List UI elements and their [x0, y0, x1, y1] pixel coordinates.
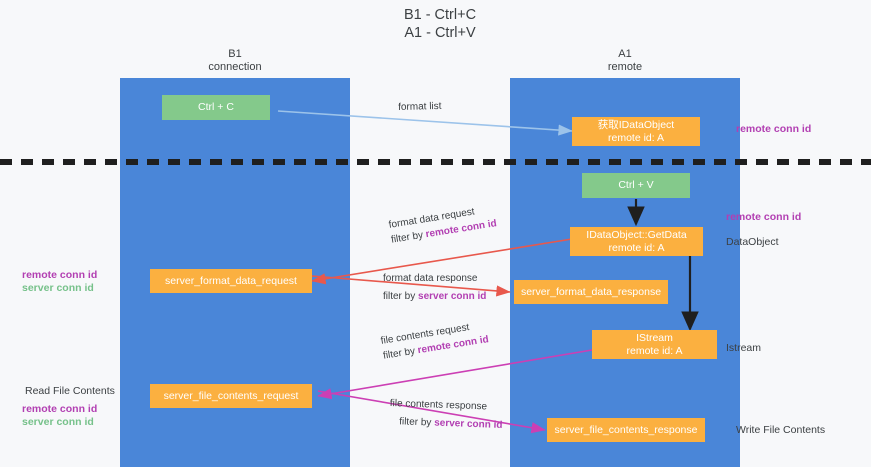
label-server-conn-id-mid-left: server conn id	[22, 282, 94, 294]
label-remote-conn-id-mid: remote conn id	[726, 211, 802, 223]
lane-header-b1-name: B1	[228, 48, 242, 60]
edge-label-file-contents-response-text: file contents response	[389, 398, 488, 413]
node-istream[interactable]: IStream remote id: A	[592, 330, 717, 359]
filter-prefix: filter by	[383, 291, 419, 302]
lane-header-a1: A1 remote	[510, 48, 740, 74]
node-istream-line2: remote id: A	[626, 344, 683, 357]
edge-label-file-contents-response: file contents response filter by server …	[389, 398, 503, 432]
label-remote-conn-id-top: remote conn id	[736, 123, 812, 135]
node-ctrl-c[interactable]: Ctrl + C	[162, 95, 270, 120]
label-remote-conn-id-bottom-left: remote conn id	[22, 403, 98, 415]
node-server-file-contents-response[interactable]: server_file_contents_response	[547, 418, 705, 442]
edge-label-format-data-response-text: format data response	[383, 273, 478, 284]
lane-header-a1-sub: remote	[607, 61, 643, 73]
edge-label-format-data-response: format data response filter by server co…	[383, 273, 486, 303]
edge-label-file-contents-request: file contents request filter by remote c…	[380, 319, 490, 362]
node-ctrl-v[interactable]: Ctrl + V	[582, 173, 690, 198]
node-ctrl-v-label: Ctrl + V	[618, 179, 654, 192]
edge-label-file-contents-response-filter: filter by server conn id	[399, 416, 503, 432]
label-remote-conn-id-mid-left: remote conn id	[22, 269, 98, 281]
lane-header-b1-sub: connection	[208, 61, 262, 73]
filter-prefix: filter by	[390, 229, 427, 246]
edge-label-format-list: format list	[398, 101, 442, 114]
lane-header-a1-name: A1	[618, 48, 632, 60]
filter-prefix: filter by	[398, 416, 435, 429]
node-ctrl-c-label: Ctrl + C	[198, 101, 234, 114]
diagram-title: B1 - Ctrl+C A1 - Ctrl+V	[330, 6, 550, 42]
label-istream: Istream	[726, 342, 762, 354]
node-server-format-data-request[interactable]: server_format_data_request	[150, 269, 312, 293]
node-idataobject-getdata-line2: remote id: A	[608, 241, 665, 254]
filter-key-server-conn-id: server conn id	[433, 417, 503, 431]
diagram-title-line1: B1 - Ctrl+C	[403, 7, 477, 23]
label-read-file-contents: Read File Contents	[25, 385, 115, 397]
filter-key-server-conn-id: server conn id	[418, 291, 487, 302]
node-istream-line1: IStream	[636, 332, 673, 344]
node-idataobject-getdata-line1: IDataObject::GetData	[586, 229, 687, 241]
node-get-idataobject-line1: 获取IDataObject	[597, 119, 675, 131]
node-server-format-data-request-label: server_format_data_request	[165, 274, 297, 287]
label-dataobject: DataObject	[726, 236, 779, 248]
node-get-idataobject[interactable]: 获取IDataObject remote id: A	[572, 117, 700, 146]
node-get-idataobject-line2: remote id: A	[607, 131, 665, 144]
label-server-conn-id-bottom-left: server conn id	[22, 416, 94, 428]
node-server-file-contents-request-label: server_file_contents_request	[163, 389, 299, 402]
node-idataobject-getdata[interactable]: IDataObject::GetData remote id: A	[570, 227, 703, 256]
filter-prefix: filter by	[382, 345, 419, 362]
node-server-file-contents-response-label: server_file_contents_response	[554, 423, 698, 436]
edge-label-format-data-response-filter: filter by server conn id	[383, 291, 486, 303]
node-server-format-data-response[interactable]: server_format_data_response	[514, 280, 668, 304]
node-server-format-data-response-label: server_format_data_response	[520, 285, 662, 298]
diagram-title-line2: A1 - Ctrl+V	[404, 25, 476, 41]
lane-header-b1: B1 connection	[120, 48, 350, 74]
label-write-file-contents: Write File Contents	[736, 424, 826, 436]
edge-label-format-data-request: format data request filter by remote con…	[388, 203, 498, 246]
node-server-file-contents-request[interactable]: server_file_contents_request	[150, 384, 312, 408]
edge-label-format-list-text: format list	[398, 100, 442, 113]
